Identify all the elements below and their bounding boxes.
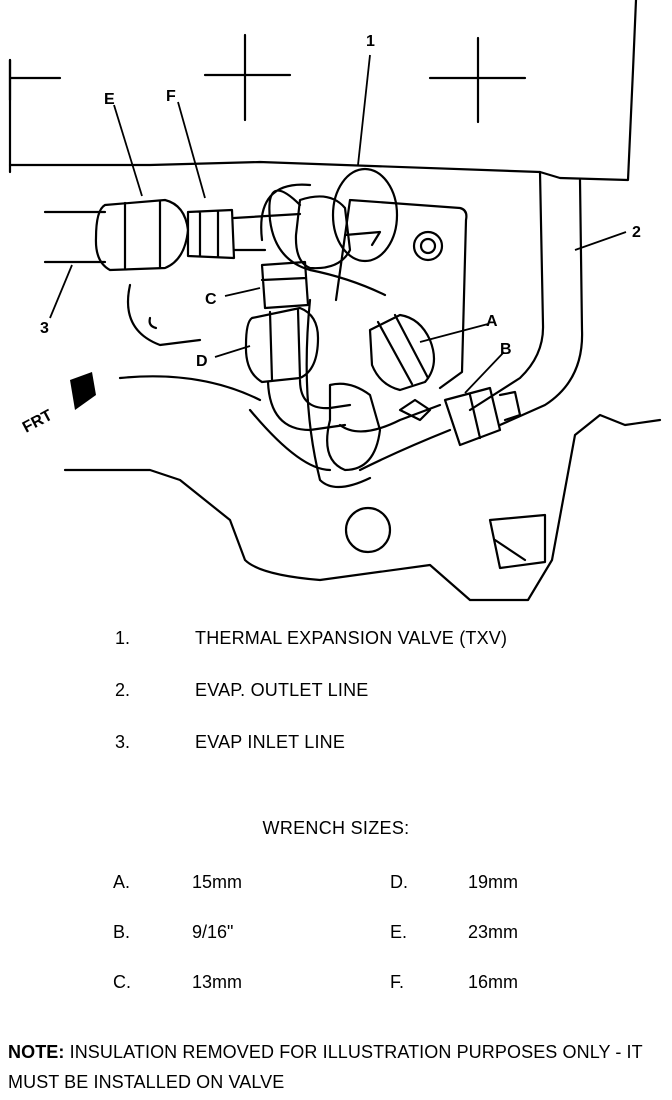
- note-label: NOTE:: [8, 1042, 65, 1062]
- wrench-size: 19mm: [468, 872, 519, 892]
- wrench-letter: B.: [113, 922, 131, 942]
- callout-b: B: [500, 341, 512, 358]
- wrench-sizes-title: WRENCH SIZES:: [262, 818, 410, 838]
- alignment-mark-right: [428, 36, 527, 124]
- wrench-letter: F.: [390, 972, 405, 992]
- callout-e: E: [104, 91, 115, 108]
- callout-3: 3: [40, 320, 49, 337]
- fitting-c: [260, 260, 310, 310]
- wrench-size: 16mm: [468, 972, 519, 992]
- callout-f: F: [166, 88, 176, 105]
- wrench-size: 15mm: [192, 872, 243, 892]
- clamp-b: [443, 386, 522, 447]
- wrench-size: 13mm: [192, 972, 243, 992]
- lower-bracket: [63, 413, 662, 602]
- legend-text: THERMAL EXPANSION VALVE (TXV): [195, 628, 508, 648]
- fitting-nut-e: [94, 198, 190, 272]
- txv-body: [294, 195, 352, 270]
- installation-note: NOTE: INSULATION REMOVED FOR ILLUSTRATIO…: [8, 1037, 668, 1097]
- fitting-f: [186, 208, 236, 260]
- txv-diaphragm: [331, 167, 399, 263]
- wrench-letter: C.: [113, 972, 131, 992]
- legend-number: 2.: [115, 680, 131, 700]
- callout-d: D: [196, 353, 208, 370]
- fitting-nut-d: [244, 306, 320, 384]
- legend-number: 1.: [115, 628, 131, 648]
- wrench-size: 9/16": [192, 922, 234, 942]
- mounting-plate: [334, 198, 468, 390]
- note-text: INSULATION REMOVED FOR ILLUSTRATION PURP…: [8, 1042, 643, 1092]
- txv-illustration: 1 2 3 A B C D E F FRT: [8, 0, 662, 602]
- callout-1: 1: [366, 33, 375, 50]
- housing-panel: [8, 0, 638, 182]
- wrench-letter: D.: [390, 872, 408, 892]
- mounting-bolt: [412, 230, 444, 262]
- evap-inlet-line: [43, 210, 107, 264]
- wrench-letter: A.: [113, 872, 131, 892]
- wrench-size: 23mm: [468, 922, 519, 942]
- fitting-nut-a: [368, 313, 436, 392]
- alignment-mark-left: [8, 58, 62, 102]
- legend-number: 3.: [115, 732, 131, 752]
- front-direction-indicator: [70, 372, 96, 410]
- legend-text: EVAP. OUTLET LINE: [195, 680, 369, 700]
- evap-outlet-line: [468, 170, 584, 427]
- direction-label: FRT: [20, 407, 56, 437]
- callout-2: 2: [632, 224, 641, 241]
- legend-text: EVAP INLET LINE: [195, 732, 346, 752]
- callout-a: A: [486, 313, 498, 330]
- alignment-mark-center: [203, 33, 292, 122]
- callout-c: C: [205, 291, 217, 308]
- bracket-hole: [344, 506, 392, 554]
- sensing-capillary: [260, 183, 387, 297]
- wrench-letter: E.: [390, 922, 408, 942]
